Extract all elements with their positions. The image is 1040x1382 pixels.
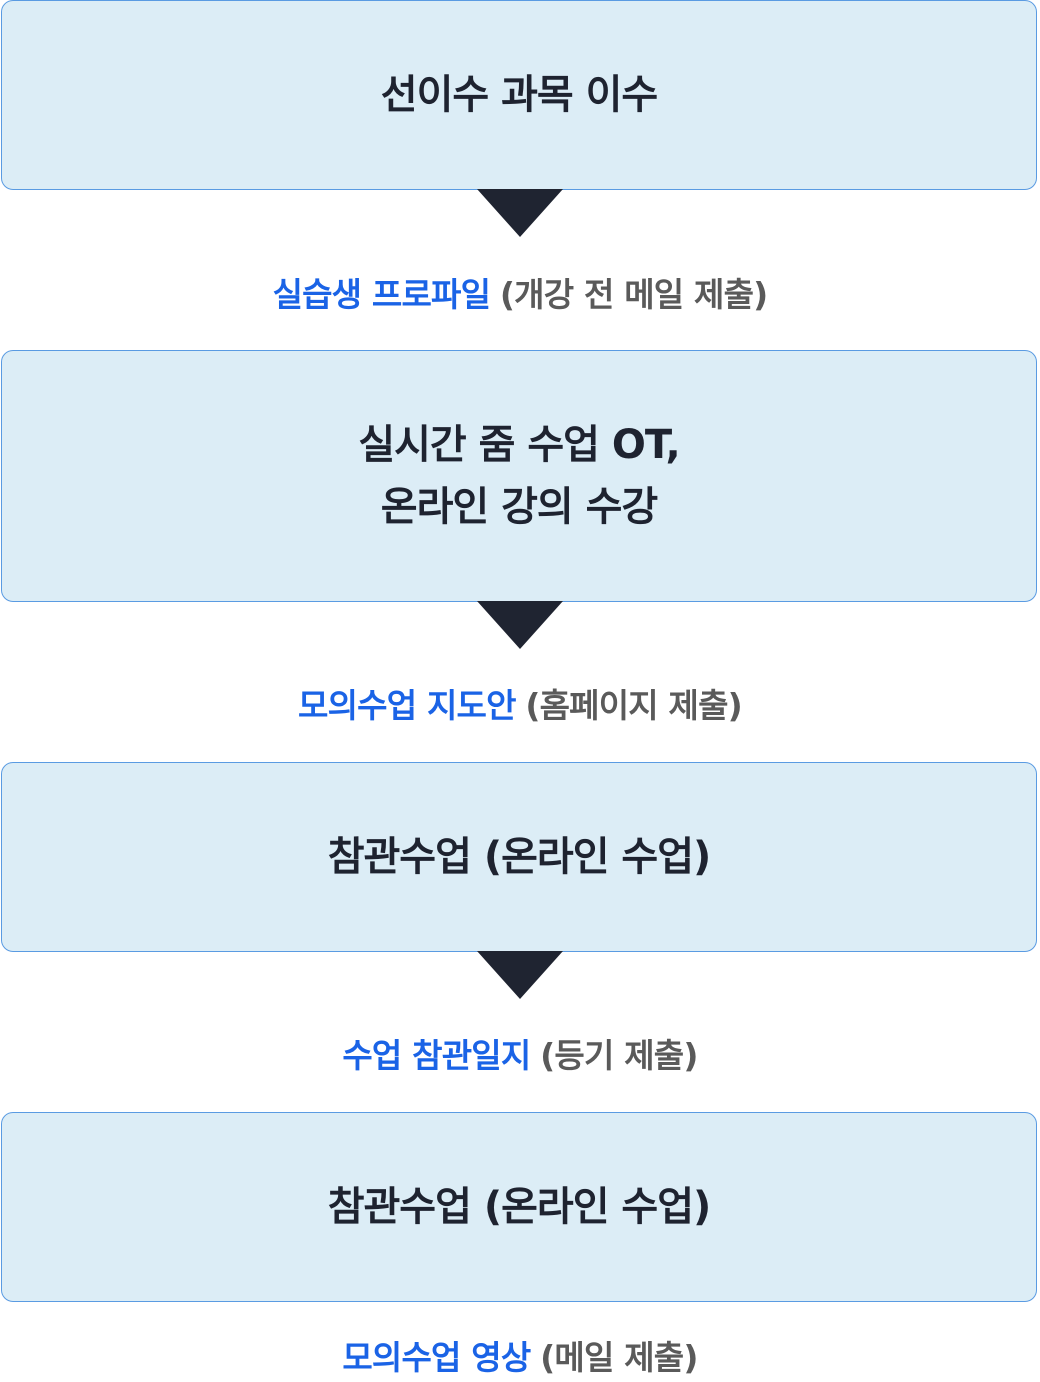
step-note-4: 모의수업 영상 (메일 제출) bbox=[0, 1338, 1040, 1378]
step-box-2: 실시간 줌 수업 OT, 온라인 강의 수강 bbox=[1, 350, 1037, 602]
down-arrow-icon bbox=[477, 601, 563, 649]
step-title: 참관수업 (온라인 수업) bbox=[327, 1184, 712, 1230]
note-key: 모의수업 지도안 bbox=[298, 686, 516, 725]
step-note-2: 모의수업 지도안 (홈페이지 제출) bbox=[0, 686, 1040, 726]
note-detail: (홈페이지 제출) bbox=[525, 686, 742, 725]
step-box-4: 참관수업 (온라인 수업) bbox=[1, 1112, 1037, 1302]
step-title: 선이수 과목 이수 bbox=[380, 72, 658, 118]
down-arrow-icon bbox=[477, 951, 563, 999]
note-key: 수업 참관일지 bbox=[342, 1036, 531, 1075]
step-note-3: 수업 참관일지 (등기 제출) bbox=[0, 1036, 1040, 1076]
step-box-1: 선이수 과목 이수 bbox=[1, 0, 1037, 190]
note-detail: (개강 전 메일 제출) bbox=[499, 275, 768, 314]
note-detail: (등기 제출) bbox=[540, 1036, 698, 1075]
step-box-3: 참관수업 (온라인 수업) bbox=[1, 762, 1037, 952]
note-key: 모의수업 영상 bbox=[342, 1338, 531, 1377]
note-key: 실습생 프로파일 bbox=[272, 275, 491, 314]
step-title: 참관수업 (온라인 수업) bbox=[327, 834, 712, 880]
note-detail: (메일 제출) bbox=[540, 1338, 698, 1377]
step-title: 실시간 줌 수업 OT, 온라인 강의 수강 bbox=[358, 422, 680, 530]
down-arrow-icon bbox=[477, 189, 563, 237]
step-note-1: 실습생 프로파일 (개강 전 메일 제출) bbox=[0, 275, 1040, 315]
